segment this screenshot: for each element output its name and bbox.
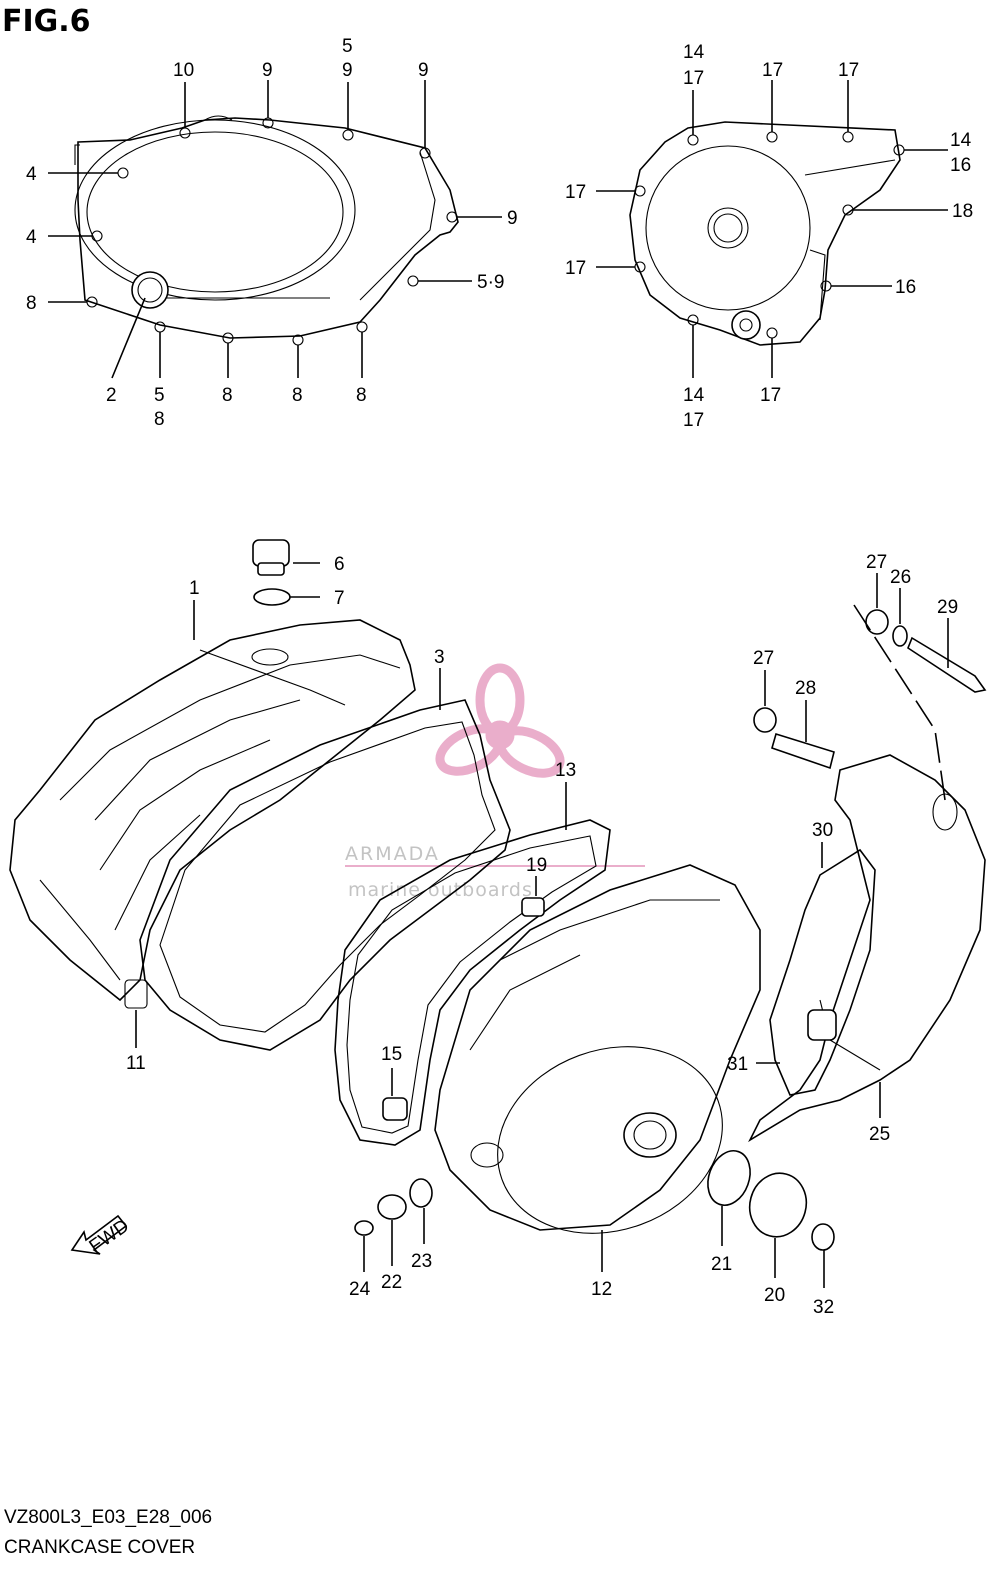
callout: 30	[812, 820, 833, 841]
dowel-19	[521, 897, 545, 917]
callout: 16	[895, 277, 916, 298]
gasket-23	[409, 1178, 433, 1208]
callout: 21	[711, 1254, 732, 1275]
callout: 14	[950, 130, 972, 151]
callout: 28	[795, 678, 816, 699]
cushion-27b	[753, 707, 777, 733]
figure-name: CRANKCASE COVER	[4, 1537, 196, 1558]
washer-26	[892, 625, 908, 647]
callout: 9	[418, 60, 429, 81]
callout: 1	[189, 578, 200, 599]
figure-code: VZ800L3_E03_E28_006	[4, 1507, 213, 1528]
watermark-brand: ARMADA	[345, 843, 440, 865]
callout: 19	[526, 855, 547, 876]
exploded-callouts: 1 6 7 3 11 13 19 15 12 24 22 23 21 20 32…	[126, 552, 958, 1318]
o-ring-21	[707, 1150, 751, 1206]
cushion-27a	[865, 609, 889, 635]
callout: 8	[292, 385, 303, 406]
figure-title: FIG.6	[2, 4, 91, 39]
callout: 4	[26, 164, 37, 185]
propeller-logo-icon	[435, 663, 565, 778]
callout: 9	[507, 208, 518, 229]
callout: 17	[838, 60, 859, 81]
callout: 27	[866, 552, 887, 573]
plug-22	[377, 1194, 407, 1220]
callout: 8	[26, 293, 37, 314]
callout: 9	[262, 60, 273, 81]
cap-24	[354, 1220, 374, 1236]
outer-cover-25	[748, 754, 986, 1143]
oil-filler-cap-6	[252, 539, 290, 567]
callout: 6	[334, 554, 345, 575]
callout: 29	[937, 597, 958, 618]
watermark-tagline: marine outboards	[348, 879, 533, 901]
callout: 27	[753, 648, 774, 669]
cap-32	[811, 1223, 835, 1251]
callout: 15	[381, 1044, 402, 1065]
callout: 10	[173, 60, 194, 81]
o-ring-7	[253, 588, 291, 606]
gasket-13	[334, 819, 611, 1146]
callout: 17	[565, 258, 586, 279]
right-cover-outline	[629, 121, 901, 346]
callout: 24	[349, 1279, 371, 1300]
callout: 31	[727, 1054, 748, 1075]
callout: 16	[950, 155, 971, 176]
callout: 5	[154, 385, 165, 406]
callout: 2	[106, 385, 117, 406]
bolt-29	[907, 636, 987, 693]
callout: 26	[890, 567, 911, 588]
callout: 4	[26, 227, 37, 248]
callout: 14	[683, 42, 705, 63]
callout: 3	[434, 647, 445, 668]
small-parts	[252, 539, 987, 1251]
callout: 17	[760, 385, 781, 406]
callout: 17	[762, 60, 783, 81]
callout: 8	[154, 409, 165, 430]
callout: 20	[764, 1285, 785, 1306]
left-cover-outline	[77, 117, 459, 339]
callout: 7	[334, 588, 345, 609]
callout: 25	[869, 1124, 890, 1145]
callout: 13	[555, 760, 576, 781]
clutch-cover-12	[434, 864, 761, 1231]
left-cover-view: 10 9 5 9 9 4 4 9 8 5·9 2 5 8 8 8 8	[26, 36, 518, 430]
callout: 23	[411, 1251, 432, 1272]
callout: 18	[952, 201, 973, 222]
callout: 17	[683, 68, 704, 89]
callout: 8	[356, 385, 367, 406]
callout: 12	[591, 1279, 612, 1300]
callout: 14	[683, 385, 705, 406]
plug-20	[748, 1172, 808, 1238]
callout: 9	[342, 60, 353, 81]
dowel-15	[382, 1097, 408, 1121]
callout: 32	[813, 1297, 834, 1318]
right-cover-view: 14 17 17 17 14 16 17 18 17 16 14 17 17	[565, 42, 973, 431]
callout: 17	[683, 410, 704, 431]
right-cover-callouts: 14 17 17 17 14 16 17 18 17 16 14 17 17	[565, 42, 973, 431]
callout: 8	[222, 385, 233, 406]
callout: 22	[381, 1272, 402, 1293]
fwd-arrow-icon: FWD	[70, 1214, 133, 1258]
gasket-3	[139, 699, 511, 1051]
callout: 11	[126, 1053, 146, 1074]
bracket-30	[769, 848, 876, 1096]
callout: 5	[342, 36, 353, 57]
callout: 17	[565, 182, 586, 203]
exploded-view: FWD	[9, 539, 987, 1318]
spacer-28	[771, 732, 835, 770]
callout: 5·9	[477, 272, 504, 293]
left-cover-callouts: 10 9 5 9 9 4 4 9 8 5·9 2 5 8 8 8 8	[26, 36, 518, 430]
